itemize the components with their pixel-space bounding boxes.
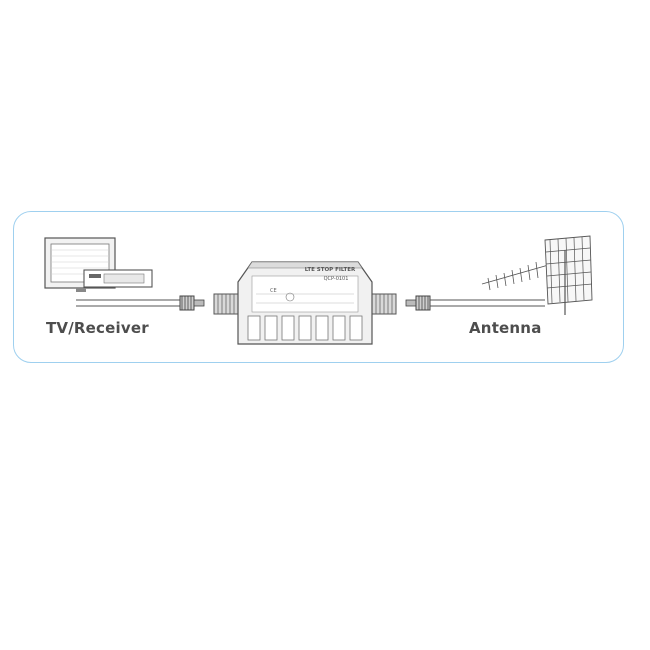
coax-cable-right — [405, 295, 545, 311]
svg-text:CE: CE — [270, 288, 277, 294]
antenna-label: Antenna — [469, 319, 542, 337]
device-model: QCP-0101 — [324, 276, 349, 282]
coax-cable-left — [76, 295, 205, 311]
tv-receiver-label: TV/Receiver — [46, 319, 149, 337]
device-title: LTE STOP FILTER — [305, 267, 356, 273]
antenna-icon — [481, 235, 593, 315]
filter-icon: CE — [213, 261, 397, 345]
receiver-icon — [83, 269, 153, 288]
tv-icon — [44, 237, 116, 292]
